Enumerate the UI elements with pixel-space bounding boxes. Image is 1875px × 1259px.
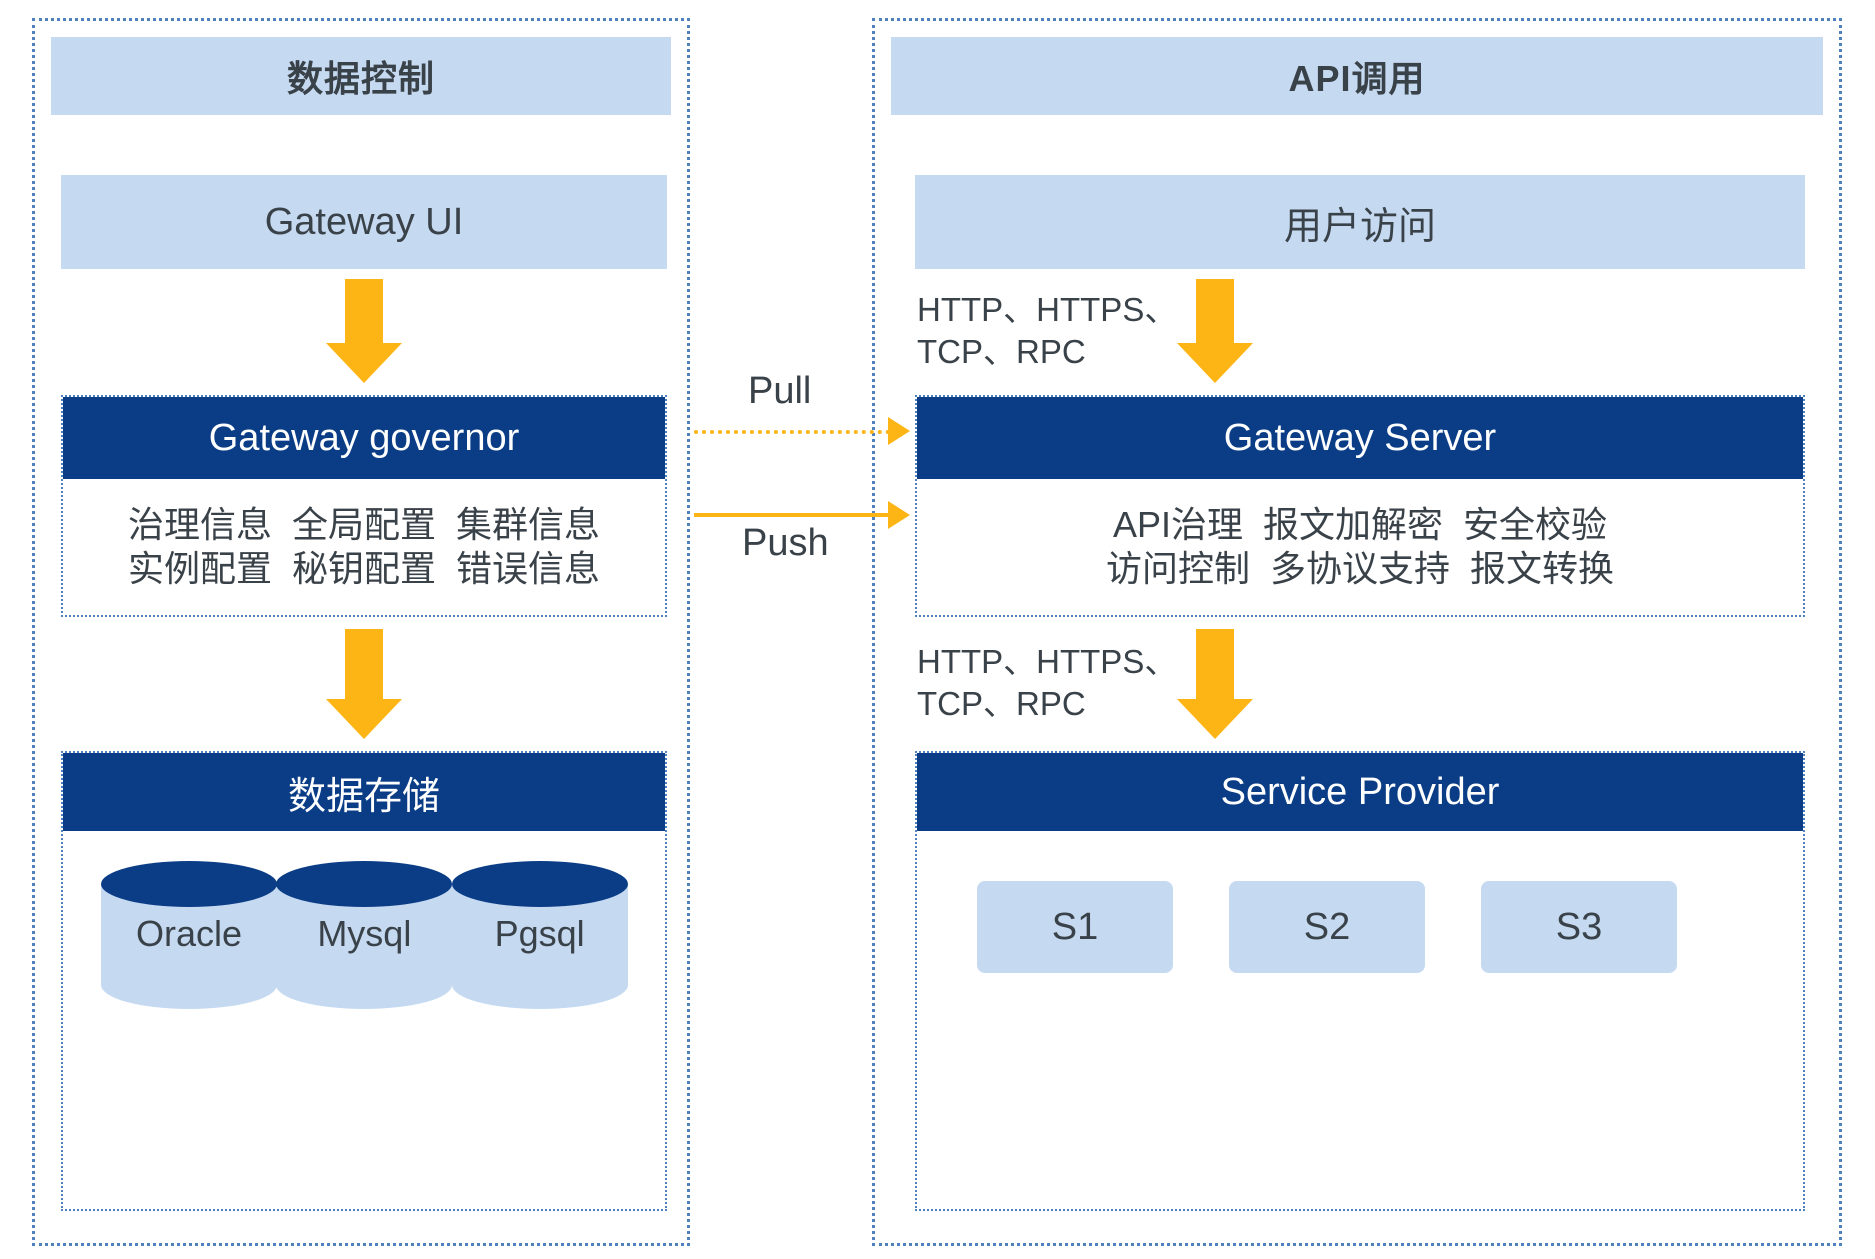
pull-label: Pull — [748, 370, 812, 412]
database-cylinder[interactable]: Pgsql — [451, 861, 628, 1021]
service-box[interactable]: S2 — [1229, 881, 1425, 973]
card-data-storage: 数据存储 Oracle Mysql Pgsql — [61, 751, 667, 1211]
header-gateway-server: Gateway Server — [917, 397, 1803, 479]
panel-title-data-control: 数据控制 — [51, 37, 671, 115]
server-feature: 多协议支持 — [1269, 548, 1450, 589]
header-data-storage: 数据存储 — [63, 753, 665, 831]
server-feature: 报文加解密 — [1263, 504, 1444, 546]
governor-feature: 集群信息 — [456, 504, 601, 546]
database-cylinder[interactable]: Mysql — [276, 861, 453, 1021]
governor-feature: 实例配置 — [127, 548, 272, 589]
panel-api-invocation: API调用 用户访问 Gateway Server API治理 报文加解密 安全… — [872, 18, 1842, 1246]
body-gateway-server: API治理 报文加解密 安全校验 访问控制 多协议支持 报文转换 — [917, 479, 1803, 615]
cylinder-top-icon — [276, 861, 453, 907]
card-gateway-server: Gateway Server API治理 报文加解密 安全校验 访问控制 多协议… — [915, 395, 1805, 617]
arrow-user-to-server — [1165, 279, 1265, 383]
push-arrow-head — [888, 501, 910, 529]
card-service-provider: Service Provider S1 S2 S3 — [915, 751, 1805, 1211]
arrow-governor-to-storage — [314, 629, 414, 739]
governor-feature: 秘钥配置 — [291, 548, 436, 589]
database-cylinder[interactable]: Oracle — [101, 861, 277, 1021]
governor-feature-row-1: 治理信息 全局配置 集群信息 — [118, 503, 610, 547]
header-service-provider: Service Provider — [917, 753, 1803, 831]
server-feature: 报文转换 — [1470, 548, 1615, 589]
database-label: Oracle — [135, 913, 243, 954]
cylinder-top-icon — [451, 861, 628, 907]
governor-feature: 全局配置 — [291, 504, 436, 546]
protocol-label-top: HTTP、HTTPS、 TCP、RPC — [917, 291, 1178, 371]
pull-connector-line — [694, 430, 890, 434]
database-label: Mysql — [317, 913, 412, 954]
panel-title-api-invocation: API调用 — [891, 37, 1823, 115]
service-group: S1 S2 S3 — [977, 881, 1677, 973]
cylinder-top-icon — [101, 861, 277, 907]
push-label: Push — [742, 522, 829, 564]
card-gateway-governor: Gateway governor 治理信息 全局配置 集群信息 实例配置 秘钥配… — [61, 395, 667, 617]
header-gateway-governor: Gateway governor — [63, 397, 665, 479]
body-gateway-governor: 治理信息 全局配置 集群信息 实例配置 秘钥配置 错误信息 — [63, 479, 665, 615]
arrow-server-to-provider — [1165, 629, 1265, 739]
database-group: Oracle Mysql Pgsql — [101, 861, 628, 1021]
server-feature: 安全校验 — [1463, 504, 1608, 546]
protocol-label-bottom: HTTP、HTTPS、 TCP、RPC — [917, 643, 1178, 723]
governor-feature: 治理信息 — [127, 504, 272, 546]
pull-arrow-head — [888, 417, 910, 445]
server-feature: API治理 — [1112, 504, 1243, 546]
governor-feature-row-2: 实例配置 秘钥配置 错误信息 — [118, 547, 610, 591]
box-gateway-ui[interactable]: Gateway UI — [61, 175, 667, 269]
box-user-access[interactable]: 用户访问 — [915, 175, 1805, 269]
server-feature-row-2: 访问控制 多协议支持 报文转换 — [1096, 547, 1624, 591]
database-label: Pgsql — [494, 913, 585, 954]
service-box[interactable]: S1 — [977, 881, 1173, 973]
push-connector-line — [694, 513, 890, 517]
server-feature: 访问控制 — [1105, 548, 1250, 589]
arrow-ui-to-governor — [314, 279, 414, 383]
panel-data-control: 数据控制 Gateway UI Gateway governor 治理信息 全局… — [32, 18, 690, 1246]
server-feature-row-1: API治理 报文加解密 安全校验 — [1103, 503, 1617, 547]
service-box[interactable]: S3 — [1481, 881, 1677, 973]
governor-feature: 错误信息 — [456, 548, 601, 589]
